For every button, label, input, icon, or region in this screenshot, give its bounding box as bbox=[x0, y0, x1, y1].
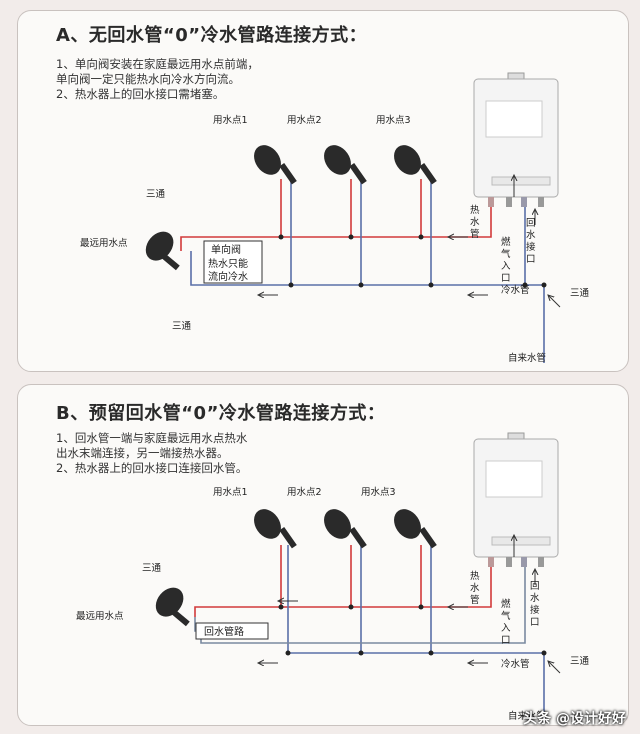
svg-text:水: 水 bbox=[530, 592, 540, 604]
shower-head-farthest-a bbox=[145, 231, 180, 271]
valve-label-3: 流向冷水 bbox=[208, 270, 248, 283]
svg-text:接: 接 bbox=[530, 604, 540, 616]
shower-head-2-a bbox=[324, 145, 367, 185]
svg-text:水: 水 bbox=[470, 216, 480, 228]
cold-pipe-label-b: 冷水管 bbox=[501, 658, 530, 670]
junction-dots-b bbox=[278, 604, 547, 656]
return-line-label: 回水管路 bbox=[204, 625, 244, 638]
svg-text:回: 回 bbox=[526, 218, 536, 229]
shower-head-2-b bbox=[324, 509, 367, 549]
watermark: 头条 @设计好好 bbox=[523, 711, 626, 727]
return-port-label-b: 回 水 接 口 bbox=[530, 581, 540, 628]
panel-a: A、无回水管“0”冷水管路连接方式： 1、单向阀安装在家庭最远用水点前端， 单向… bbox=[17, 10, 629, 372]
tap3-label-a: 用水点3 bbox=[376, 114, 411, 126]
svg-text:口: 口 bbox=[501, 635, 511, 646]
flow-arrows-a bbox=[258, 175, 561, 308]
svg-text:热: 热 bbox=[470, 570, 480, 582]
svg-text:接: 接 bbox=[526, 241, 536, 253]
farthest-tap-label-a: 最远用水点 bbox=[80, 237, 128, 249]
svg-text:水: 水 bbox=[526, 229, 536, 241]
water-heater bbox=[473, 72, 559, 207]
farthest-tap-label-b: 最远用水点 bbox=[76, 610, 124, 622]
valve-label-2: 热水只能 bbox=[208, 257, 248, 270]
gas-inlet-label-b: 燃 气 入 口 bbox=[501, 598, 511, 646]
tap2-label-a: 用水点2 bbox=[287, 114, 322, 126]
tee-right-label-b: 三通 bbox=[570, 656, 590, 667]
svg-text:气: 气 bbox=[501, 248, 511, 260]
svg-text:燃: 燃 bbox=[501, 598, 511, 610]
shower-head-3-b bbox=[394, 509, 437, 549]
tap2-label-b: 用水点2 bbox=[287, 486, 322, 498]
shower-head-3-a bbox=[394, 145, 437, 185]
svg-text:口: 口 bbox=[526, 254, 536, 265]
tee-bottom-label-a: 三通 bbox=[172, 321, 192, 332]
panel-a-title: A、无回水管“0”冷水管路连接方式： bbox=[56, 25, 368, 46]
tee-top-label-a: 三通 bbox=[146, 189, 166, 200]
diagram-a: 单向阀 热水只能 流向冷水 用水点1 用水点2 用水点3 最远用水点 三通 三通… bbox=[80, 72, 590, 364]
svg-text:管: 管 bbox=[470, 594, 480, 606]
shower-head-farthest-b bbox=[155, 587, 190, 627]
cold-pipe-label-a: 冷水管 bbox=[501, 284, 530, 296]
flow-arrows-b bbox=[258, 535, 561, 674]
svg-text:水: 水 bbox=[470, 582, 480, 594]
return-port-label-a: 回 水 接 口 bbox=[526, 218, 536, 265]
svg-text:入: 入 bbox=[501, 261, 511, 272]
valve-label-1: 单向阀 bbox=[211, 243, 241, 256]
diagram-b: 回水管路 用水点1 用水点2 用水点3 最远用水点 三通 三通 冷水管 自来水管… bbox=[76, 432, 590, 723]
tap1-label-b: 用水点1 bbox=[213, 486, 248, 498]
shower-head-1-b bbox=[254, 509, 297, 549]
water-heater-b bbox=[473, 432, 559, 567]
svg-text:口: 口 bbox=[501, 273, 511, 284]
svg-text:气: 气 bbox=[501, 610, 511, 622]
svg-text:入: 入 bbox=[501, 623, 511, 634]
svg-text:热: 热 bbox=[470, 204, 480, 216]
hot-pipe-label-b: 热 水 管 bbox=[470, 570, 480, 606]
hot-pipe-label-a: 热 水 管 bbox=[470, 204, 480, 240]
check-valve-box bbox=[203, 240, 263, 284]
panel-a-note-2: 单向阀一定只能热水向冷水方向流。 bbox=[56, 72, 240, 86]
svg-text:口: 口 bbox=[530, 617, 540, 628]
svg-text:燃: 燃 bbox=[501, 236, 511, 248]
tap-water-label-b: 自来水管 bbox=[508, 710, 546, 722]
panel-b-note-1: 1、回水管一端与家庭最远用水点热水 bbox=[56, 431, 248, 445]
cold-pipe-a bbox=[190, 179, 545, 363]
hot-pipe-a bbox=[180, 179, 492, 251]
junction-dots-a bbox=[278, 234, 547, 288]
tap3-label-b: 用水点3 bbox=[361, 486, 396, 498]
cold-pipe-b bbox=[287, 545, 545, 723]
gas-inlet-label-a: 燃 气 入 口 bbox=[501, 236, 511, 284]
tap-water-label-a: 自来水管 bbox=[508, 352, 546, 364]
panel-a-note-1: 1、单向阀安装在家庭最远用水点前端， bbox=[56, 57, 259, 71]
tee-right-label-a: 三通 bbox=[570, 288, 590, 299]
svg-text:回: 回 bbox=[530, 581, 540, 592]
return-line-box bbox=[195, 622, 269, 640]
tap1-label-a: 用水点1 bbox=[213, 114, 248, 126]
hot-pipe-b bbox=[194, 545, 492, 617]
panel-b: B、预留回水管“0”冷水管路连接方式： 1、回水管一端与家庭最远用水点热水 出水… bbox=[17, 384, 629, 726]
panel-b-note-3: 2、热水器上的回水接口连接回水管。 bbox=[56, 461, 248, 475]
panel-b-note-2: 出水末端连接，另一端接热水器。 bbox=[56, 446, 229, 460]
tee-top-label-b: 三通 bbox=[142, 563, 162, 574]
shower-head-1-a bbox=[254, 145, 297, 185]
panel-b-title: B、预留回水管“0”冷水管路连接方式： bbox=[56, 403, 386, 424]
panel-a-note-3: 2、热水器上的回水接口需堵塞。 bbox=[56, 87, 225, 101]
svg-text:管: 管 bbox=[470, 228, 480, 240]
